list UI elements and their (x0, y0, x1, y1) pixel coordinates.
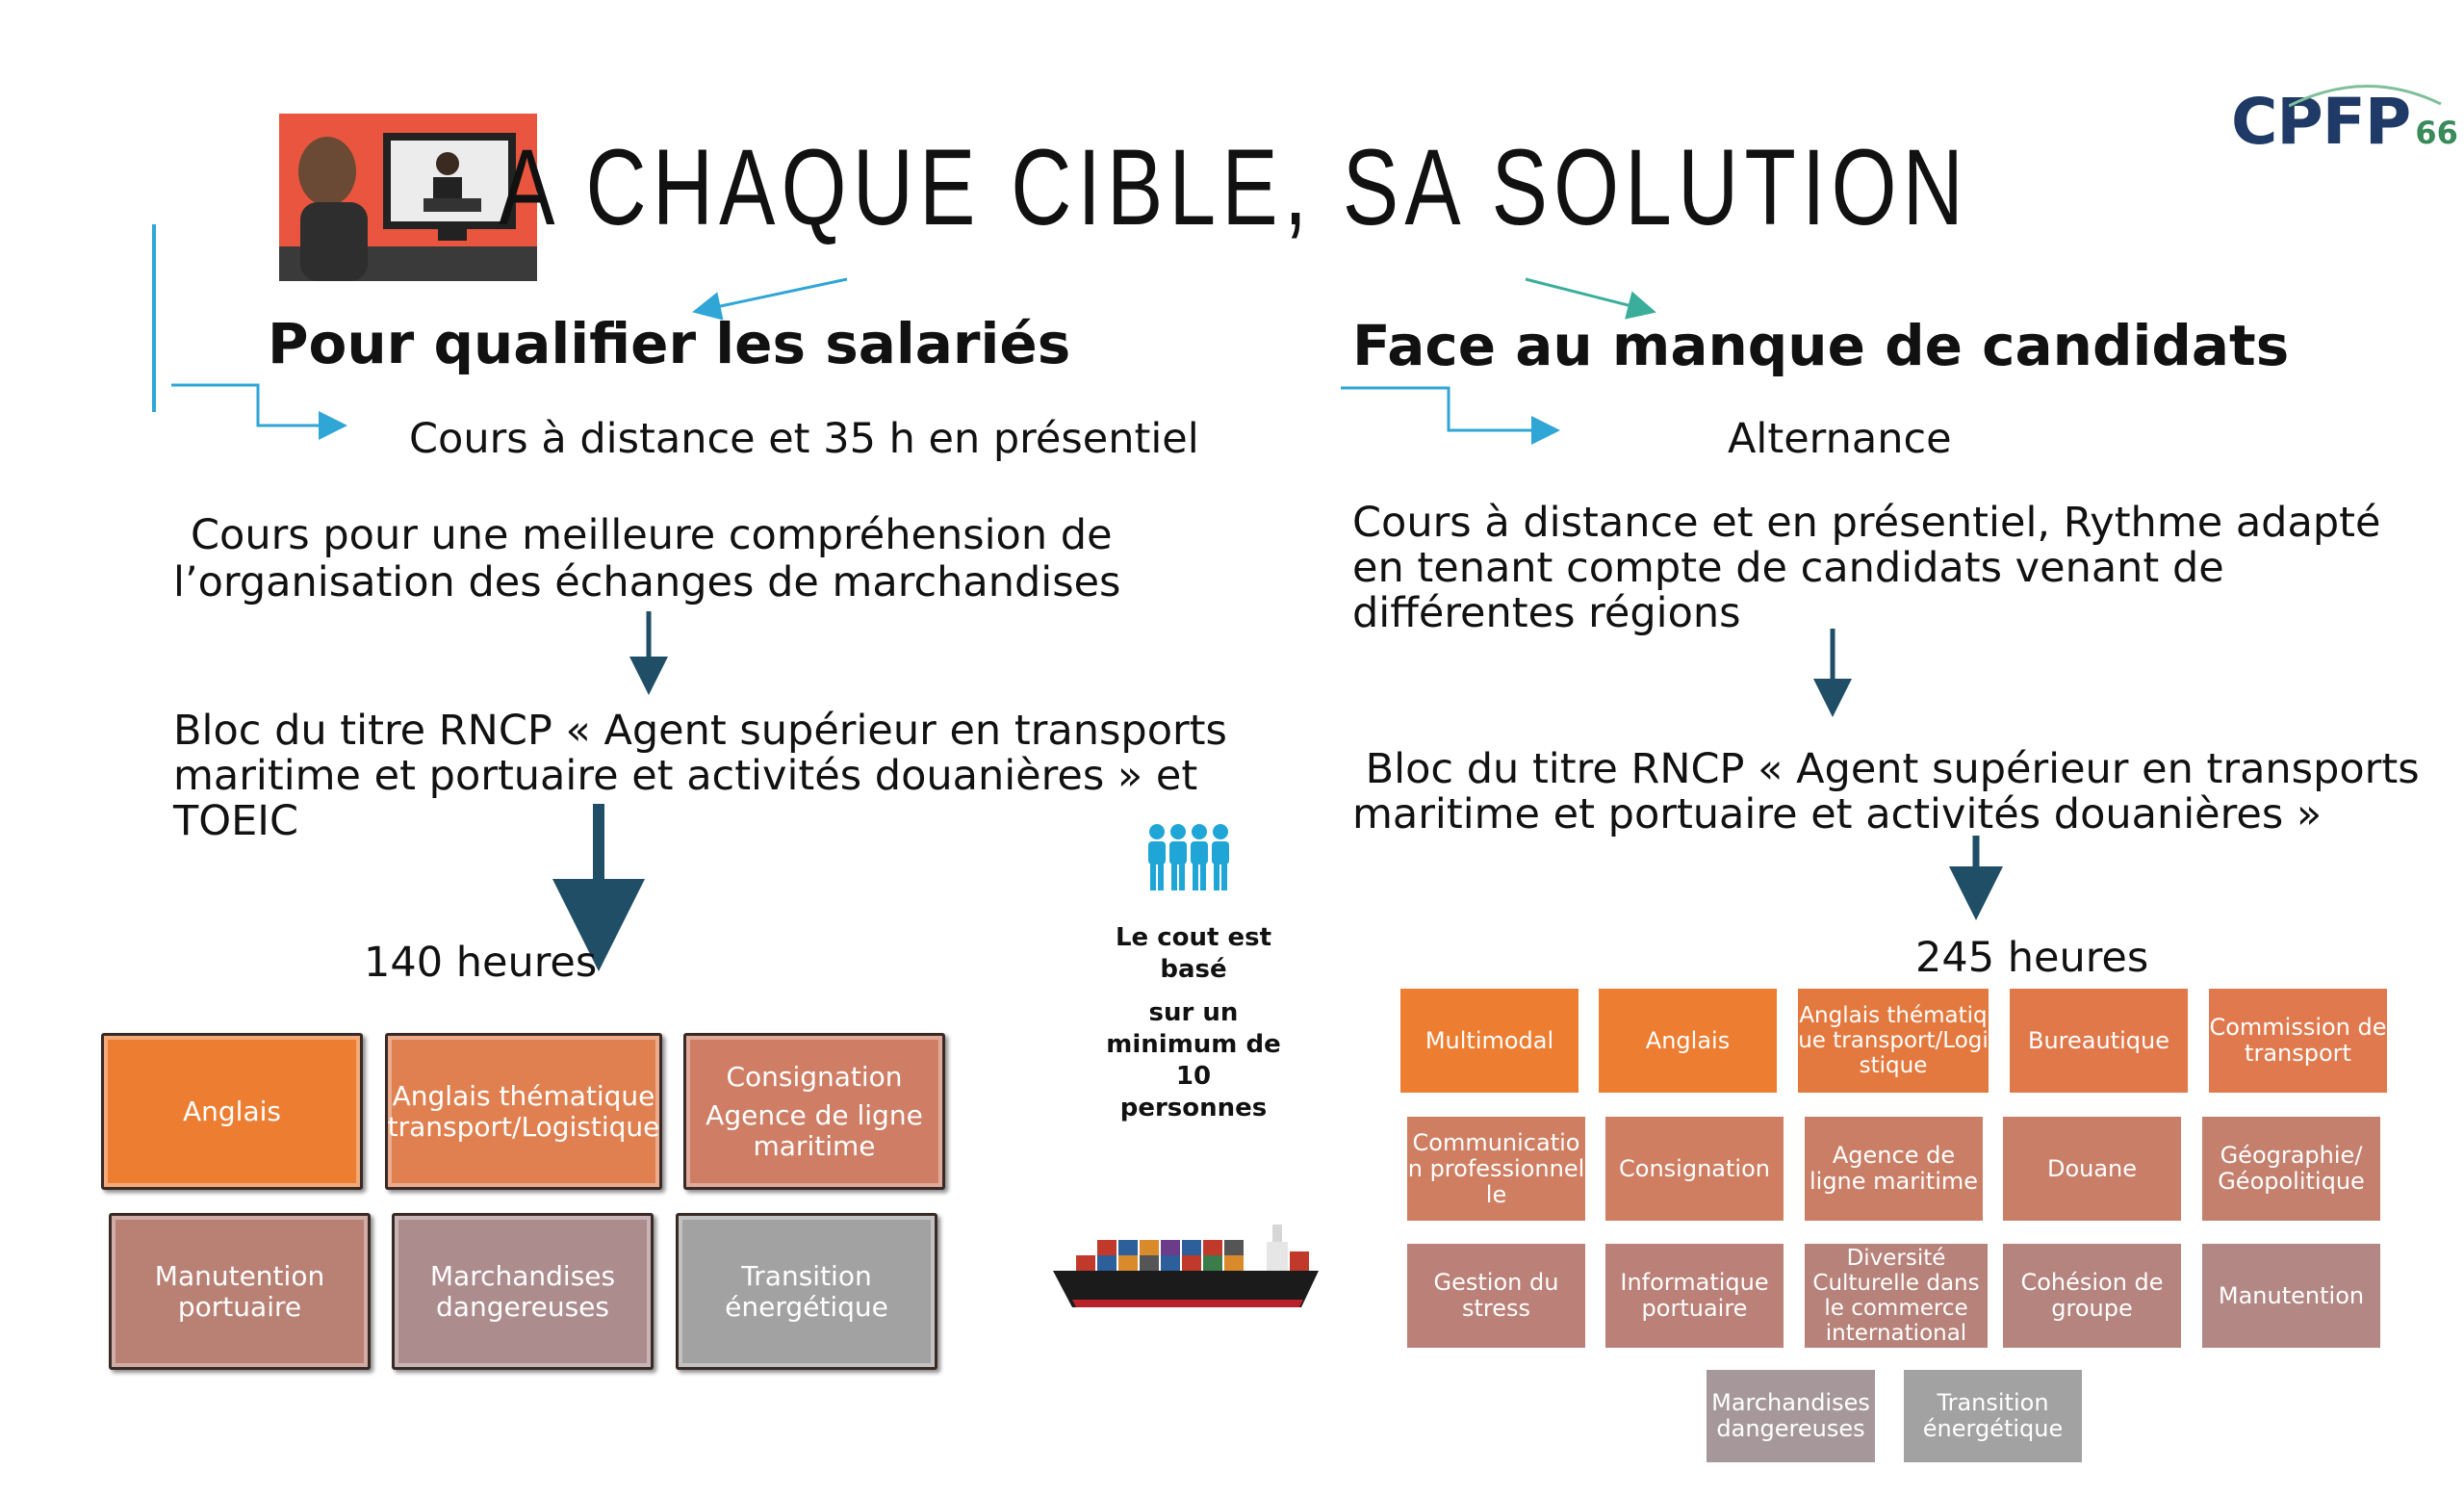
right-module-agence: Agence de ligne maritime (1805, 1117, 1983, 1221)
right-module-douane: Douane (2003, 1117, 2181, 1221)
module-label: Consignation (1619, 1154, 1770, 1182)
module-label: Anglais thématique transport/Logistique (387, 1079, 660, 1143)
right-mode: Alternance (1728, 415, 1952, 463)
module-label: Commission de transport (2209, 1014, 2387, 1067)
module-label: Manutention (2218, 1281, 2365, 1309)
left-heading: Pour qualifier les salariés (268, 311, 1071, 376)
module-label: Anglais thématique transport/Logistique (1798, 1003, 1989, 1078)
right-description-1: Cours à distance et en présentiel, Rythm… (1352, 499, 2381, 547)
right-module-marchandises: Marchandises dangereuses (1707, 1370, 1875, 1462)
module-label: Anglais (183, 1095, 281, 1127)
right-module-manutention: Manutention (2202, 1244, 2380, 1348)
right-module-geographie: Géographie/ Géopolitique (2202, 1117, 2380, 1221)
module-label: Marchandises dangereuses (429, 1259, 616, 1323)
module-sublabel: Agence de ligne maritime (706, 1098, 923, 1162)
module-label: Diversité Culturelle dans le commerce in… (1812, 1246, 1980, 1346)
logo-text: CPFP (2231, 85, 2411, 159)
left-hours: 140 heures (364, 939, 598, 987)
cost-line-2: basé (1160, 955, 1227, 984)
module-label: Agence de ligne maritime (1809, 1142, 1979, 1195)
title-arrow-right (1525, 277, 1656, 320)
right-elbow-arrow (1341, 386, 1560, 445)
left-bloc-3: TOEIC (173, 797, 298, 845)
right-module-anglais: Anglais (1599, 989, 1777, 1093)
module-label: Multimodal (1424, 1026, 1554, 1054)
right-module-informatique: Informatique portuaire (1605, 1244, 1784, 1348)
cpfp-logo: CPFP 66 (2231, 85, 2458, 159)
left-description-2: l’organisation des échanges de marchandi… (173, 558, 1121, 606)
module-label: Gestion du stress (1433, 1269, 1559, 1322)
module-label: Informatique portuaire (1620, 1269, 1769, 1322)
cost-line-5: personnes (1119, 1094, 1268, 1122)
logo-suffix: 66 (2415, 115, 2458, 151)
title-arrow-left (692, 277, 848, 321)
module-label: Anglais (1645, 1026, 1731, 1054)
right-module-anglais-thematique: Anglais thématique transport/Logistique (1798, 989, 1989, 1093)
left-module-marchandises: Marchandises dangereuses (392, 1213, 654, 1370)
module-label: Géographie/ Géopolitique (2218, 1142, 2365, 1195)
right-description-3: différentes régions (1352, 589, 1741, 637)
left-module-manutention: Manutention portuaire (109, 1213, 371, 1370)
right-module-communication: Communication professionnelle (1407, 1117, 1585, 1221)
right-module-commission: Commission de transport (2209, 989, 2387, 1093)
left-bloc-1: Bloc du titre RNCP « Agent supérieur en … (173, 707, 1227, 755)
right-module-diversite: Diversité Culturelle dans le commerce in… (1805, 1244, 1988, 1348)
module-label: Manutention portuaire (154, 1259, 325, 1323)
cost-line-1: Le cout est (1115, 923, 1272, 952)
logo-swoosh (2289, 85, 2442, 108)
cost-note: Le cout est basé sur un minimum de 10 pe… (1088, 922, 1299, 1124)
right-heading: Face au manque de candidats (1352, 313, 2290, 378)
people-group-icon (1148, 824, 1229, 890)
right-module-transition: Transition énergétique (1904, 1370, 2082, 1462)
module-label: Communication professionnelle (1407, 1128, 1585, 1208)
left-bloc-2: maritime et portuaire et activités douan… (173, 752, 1198, 800)
cost-line-4: minimum de 10 (1106, 1030, 1281, 1091)
cargo-ship-illustration (1053, 1225, 1319, 1307)
left-description-1: Cours pour une meilleure compréhension d… (191, 511, 1113, 559)
page-title: A CHAQUE CIBLE, SA SOLUTION (499, 127, 1970, 247)
left-elbow-arrow (171, 383, 347, 440)
left-module-consignation: Consignation Agence de ligne maritime (683, 1033, 945, 1190)
cost-line-3: sur un (1148, 998, 1239, 1027)
right-module-cohesion: Cohésion de groupe (2003, 1244, 2181, 1348)
module-label: Marchandises dangereuses (1711, 1389, 1870, 1442)
module-label: Transition énergétique (725, 1259, 888, 1323)
right-description-2: en tenant compte de candidats venant de (1352, 544, 2224, 592)
module-label: Cohésion de groupe (2020, 1269, 2164, 1322)
right-bloc-1: Bloc du titre RNCP « Agent supérieur en … (1352, 745, 2420, 793)
left-module-anglais-thematique: Anglais thématique transport/Logistique (385, 1033, 662, 1190)
left-mode: Cours à distance et 35 h en présentiel (409, 415, 1199, 463)
right-hours: 245 heures (1915, 934, 2149, 982)
right-module-consignation: Consignation (1605, 1117, 1784, 1221)
module-label: Douane (2046, 1154, 2138, 1182)
right-module-stress: Gestion du stress (1407, 1244, 1585, 1348)
left-module-anglais: Anglais (101, 1033, 363, 1190)
right-module-bureautique: Bureautique (2010, 989, 2188, 1093)
video-call-illustration (279, 114, 537, 281)
left-module-transition: Transition énergétique (676, 1213, 937, 1370)
module-label: Consignation (726, 1060, 903, 1093)
right-module-multimodal: Multimodal (1400, 989, 1578, 1093)
module-label: Bureautique (2028, 1026, 2169, 1054)
right-bloc-2: maritime et portuaire et activités douan… (1352, 790, 2323, 838)
module-label: Transition énergétique (1922, 1389, 2064, 1442)
